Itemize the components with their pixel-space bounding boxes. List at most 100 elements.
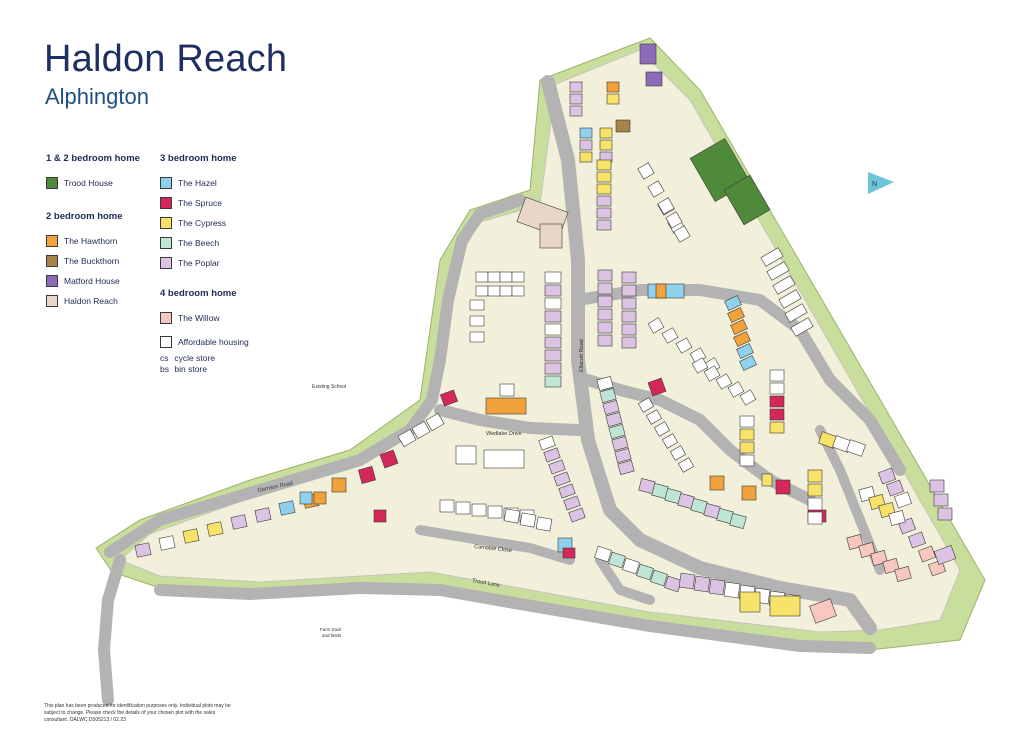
swatch-willow xyxy=(160,312,172,324)
plot-block xyxy=(485,397,527,415)
legend-item-buckthorn[interactable]: The Buckthorn xyxy=(46,251,123,271)
plot-block xyxy=(469,331,485,343)
plot-block xyxy=(760,247,784,267)
plot-block xyxy=(769,382,785,395)
swatch-matford-house xyxy=(46,275,58,287)
plot-block xyxy=(475,285,489,297)
plot-block xyxy=(606,81,620,93)
plot-block xyxy=(599,388,617,403)
legend-heading-1-2-bed: 1 & 2 bedroom home xyxy=(46,153,140,164)
plot-block xyxy=(877,467,897,485)
plot-block xyxy=(739,454,755,467)
legend-item-cycle-store: cs cycle store xyxy=(160,352,215,363)
plot-block xyxy=(807,483,823,497)
plot-blocks xyxy=(134,43,957,624)
legend-item-cypress[interactable]: The Cypress xyxy=(160,213,237,233)
plot-block xyxy=(807,497,823,511)
plot-block xyxy=(544,349,562,362)
plot-block xyxy=(608,551,626,569)
legend-heading-3-bed: 3 bedroom home xyxy=(160,153,237,164)
plot-block xyxy=(769,395,785,408)
swatch-hawthorn xyxy=(46,235,58,247)
plot-block xyxy=(661,327,679,344)
plot-block xyxy=(182,528,200,544)
plot-block xyxy=(599,127,613,139)
plot-block xyxy=(784,303,808,323)
plot-block xyxy=(544,271,562,284)
legend-item-haldon-reach[interactable]: Haldon Reach xyxy=(46,291,123,311)
plot-block xyxy=(397,428,417,448)
legend-item-spruce[interactable]: The Spruce xyxy=(160,193,237,213)
swatch-affordable xyxy=(160,336,172,348)
legend-item-willow[interactable]: The Willow xyxy=(160,308,237,328)
legend-group-2: 2 bedroom home The Hawthorn The Buckthor… xyxy=(46,211,123,311)
legend-heading-2-bed: 2 bedroom home xyxy=(46,211,123,222)
plot-block xyxy=(579,127,593,139)
swatch-poplar xyxy=(160,257,172,269)
plot-block xyxy=(769,595,801,617)
plot-block xyxy=(611,436,629,451)
plot-block xyxy=(645,71,663,87)
plot-block xyxy=(544,297,562,310)
plot-block xyxy=(885,479,905,497)
legend-group-3: 3 bedroom home The Hazel The Spruce The … xyxy=(160,153,237,273)
plot-block xyxy=(655,283,667,299)
plot-block xyxy=(636,563,654,581)
street-carnebie-close: Carnebie Close xyxy=(474,544,512,554)
plot-block xyxy=(331,477,347,493)
plot-block xyxy=(511,285,525,297)
plot-block xyxy=(158,535,176,551)
plot-block xyxy=(563,495,581,511)
plot-block xyxy=(727,381,745,398)
plot-block xyxy=(544,375,562,388)
plot-block xyxy=(893,491,913,509)
plot-block xyxy=(230,514,248,530)
street-ellacott-road: Ellacott Road xyxy=(579,339,585,372)
legend-item-beech[interactable]: The Beech xyxy=(160,233,237,253)
plot-block xyxy=(596,159,612,171)
plot-block xyxy=(596,219,612,231)
plot-block xyxy=(621,271,637,284)
legend-item-poplar[interactable]: The Poplar xyxy=(160,253,237,273)
legend-extras: Affordable housing cs cycle store bs bin… xyxy=(160,332,249,374)
plot-block xyxy=(558,483,576,499)
plot-block xyxy=(134,542,152,558)
plot-block xyxy=(769,421,785,434)
plot-block xyxy=(503,508,521,524)
plot-block xyxy=(544,323,562,336)
plot-block xyxy=(596,195,612,207)
plot-block xyxy=(739,389,757,406)
legend-item-affordable[interactable]: Affordable housing xyxy=(160,332,249,352)
plot-block xyxy=(739,355,757,371)
swatch-hazel xyxy=(160,177,172,189)
swatch-buckthorn xyxy=(46,255,58,267)
plot-block xyxy=(439,389,459,407)
plot-block xyxy=(499,271,513,283)
plot-block xyxy=(772,275,796,295)
plot-block xyxy=(605,412,623,427)
plot-block xyxy=(597,334,613,347)
legend-item-matford-house[interactable]: Matford House xyxy=(46,271,123,291)
plot-block xyxy=(657,197,675,215)
legend-item-hawthorn[interactable]: The Hawthorn xyxy=(46,231,123,251)
plot-block xyxy=(553,471,571,487)
plot-block xyxy=(579,151,593,163)
plot-block xyxy=(741,485,757,501)
street-trood-lane: Trood Lane xyxy=(472,578,501,589)
plot-block xyxy=(597,321,613,334)
plot-block xyxy=(675,337,693,354)
plot-block xyxy=(739,428,755,441)
plot-block xyxy=(637,397,655,413)
legend-item-trood-house[interactable]: Trood House xyxy=(46,173,140,193)
svg-text:N: N xyxy=(872,181,877,188)
plot-block xyxy=(597,308,613,321)
plot-block xyxy=(614,448,632,463)
swatch-trood-house xyxy=(46,177,58,189)
plot-block xyxy=(790,317,814,337)
swatch-beech xyxy=(160,237,172,249)
legend-item-hazel[interactable]: The Hazel xyxy=(160,173,237,193)
plot-block xyxy=(929,479,945,493)
plot-block xyxy=(894,566,912,582)
plot-block xyxy=(596,376,614,391)
